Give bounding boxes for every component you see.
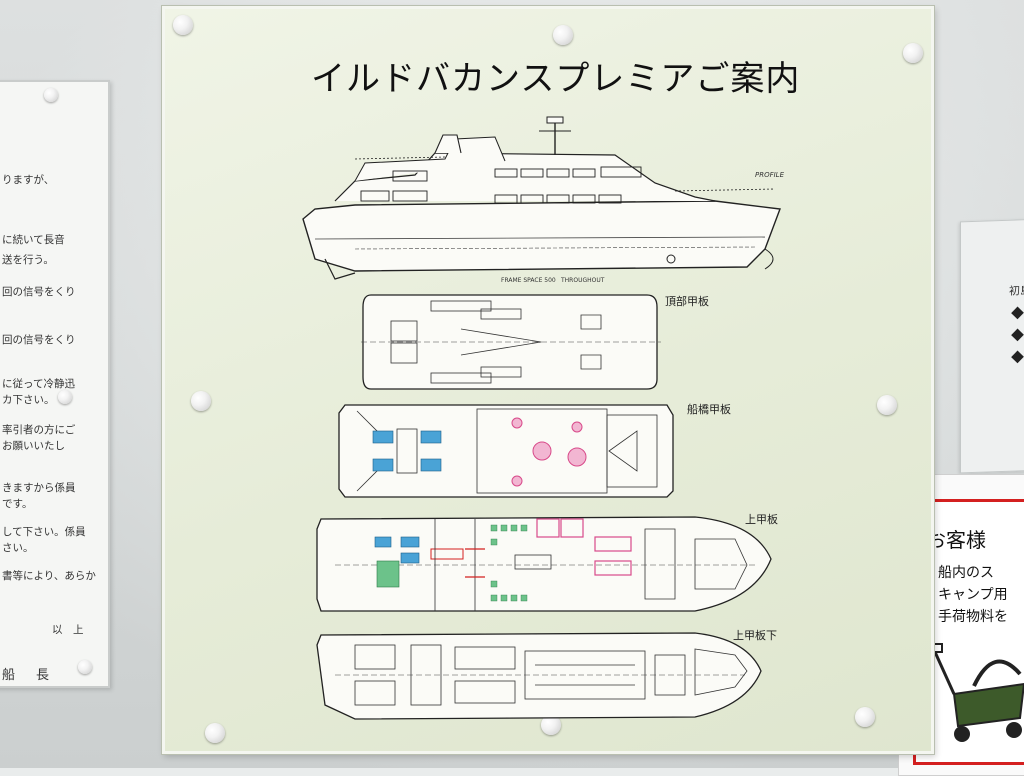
diamond-bullet-icon — [1011, 306, 1024, 320]
deck-label-below-upper: 上甲板下 — [733, 629, 777, 642]
bridge-deck-plan — [338, 404, 674, 498]
left-notice-board: りますが、 に続いて長音 送を行う。 回の信号をくり 回の信号をくり に従って冷… — [0, 80, 110, 688]
notice-signature: 船 長 — [2, 668, 54, 683]
ship-guide-board: イルドバカンスプレミアご案内 — [162, 6, 934, 754]
frame-note-left: FRAME SPACE 500 — [501, 277, 556, 284]
board-screw — [205, 723, 225, 743]
below-upper-deck-plan — [316, 632, 762, 720]
board-screw — [191, 391, 211, 411]
upper-deck-plan — [316, 516, 772, 612]
notice-card-line: 船内のス — [938, 565, 994, 581]
board-screw — [877, 395, 897, 415]
notice-line: カ下さい。 — [2, 394, 55, 406]
diamond-bullet-icon — [1011, 350, 1024, 364]
board-screw — [553, 25, 573, 45]
notice-line: 送を行う。 — [2, 254, 54, 266]
toilet-icon — [372, 430, 394, 444]
board-screw — [541, 715, 561, 735]
diamond-bullet-icon — [1011, 328, 1024, 342]
notice-line: 率引者の方にご — [2, 424, 76, 436]
notice-line: 回の信号をくり — [2, 334, 76, 346]
notice-line: 書等により、あらか — [2, 570, 96, 582]
notice-line: お願いいたし — [2, 440, 65, 452]
notice-card-line: 手荷物料を — [938, 609, 1008, 625]
notice-line: さい。 — [2, 542, 34, 554]
notice-card-frame: お客様 船内のス キャンプ用 手荷物料を — [913, 499, 1024, 765]
accessible-area — [376, 560, 400, 588]
right-partial-sign: 初島 — [960, 218, 1024, 474]
notice-card-heading: お客様 — [926, 528, 986, 552]
frame-note-right: THROUGHOUT — [561, 277, 605, 284]
top-deck-plan — [361, 294, 661, 390]
right-sign-label: 初島 — [1009, 283, 1024, 298]
notice-screw — [58, 390, 72, 404]
notice-line: に従って冷静迅 — [2, 378, 75, 390]
deck-label-bridge: 船橋甲板 — [687, 403, 731, 416]
notice-screw — [78, 660, 92, 674]
board-title: イルドバカンスプレミアご案内 — [311, 59, 801, 99]
board-screw — [903, 43, 923, 63]
profile-label: PROFILE — [755, 171, 785, 179]
notice-line: きますから係員 — [2, 482, 76, 494]
notice-line: して下さい。係員 — [2, 526, 86, 538]
deck-label-upper: 上甲板 — [745, 513, 778, 526]
notice-line: りますが、 — [2, 174, 55, 186]
notice-line: に続いて長音 — [2, 234, 65, 246]
notice-closing: 以 上 — [52, 624, 84, 636]
notice-card-line: キャンプ用 — [938, 587, 1008, 603]
ship-side-profile — [302, 116, 781, 280]
board-screw — [855, 707, 875, 727]
cart-illustration-icon — [927, 643, 1024, 742]
notice-screw — [44, 88, 58, 102]
board-screw — [173, 15, 193, 35]
notice-line: です。 — [2, 498, 33, 510]
deck-label-top: 頂部甲板 — [665, 295, 709, 308]
notice-line: 回の信号をくり — [2, 286, 76, 298]
